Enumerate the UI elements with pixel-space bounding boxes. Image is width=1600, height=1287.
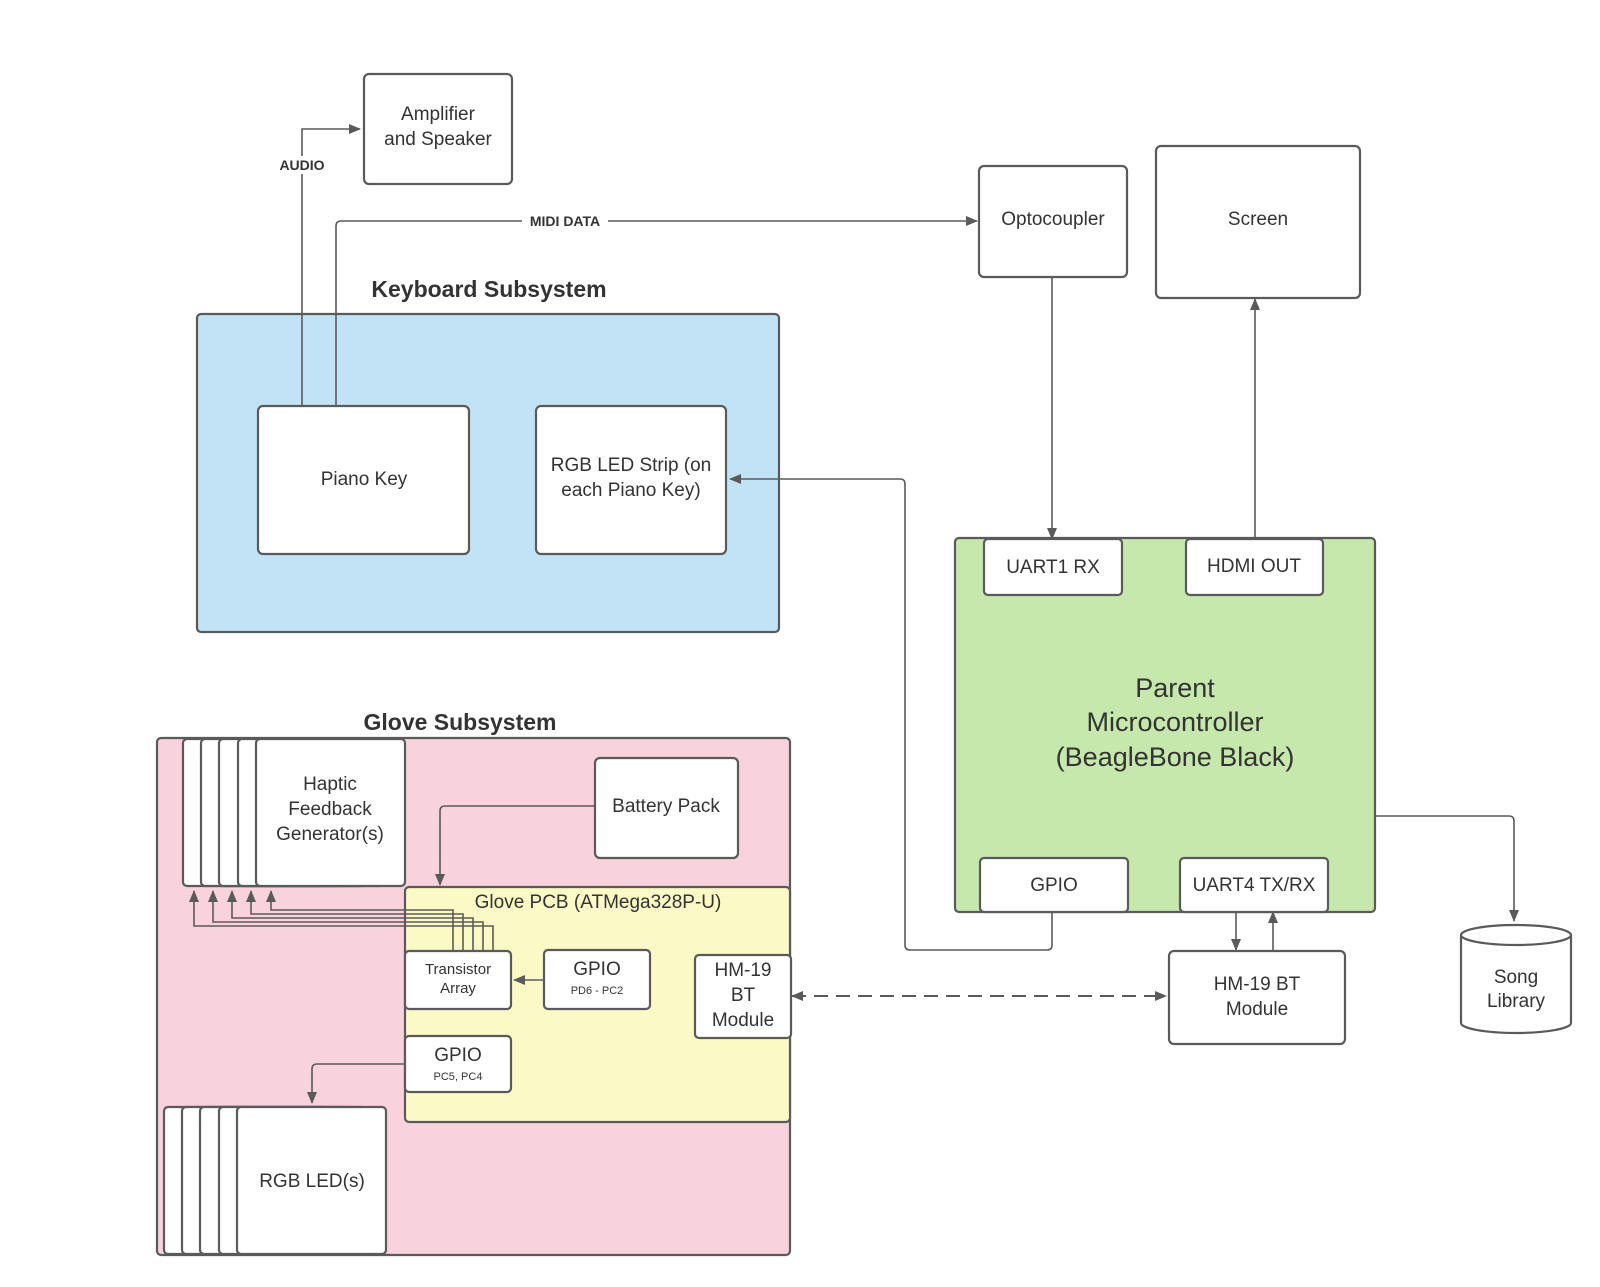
haptic-label-line1: Haptic xyxy=(303,774,357,795)
uart4-port xyxy=(1178,856,1330,914)
song-library-label-line2: Library xyxy=(1487,991,1546,1012)
parent-microcontroller-block xyxy=(953,536,1377,914)
optocoupler-label: Optocoupler xyxy=(1001,209,1105,230)
gpio-to-led-strip-wire xyxy=(729,474,1053,951)
parent-gpio-port xyxy=(978,856,1130,914)
piano-key-label: Piano Key xyxy=(321,469,408,490)
glove-gpio-haptic-label: GPIO xyxy=(573,959,621,980)
gpio-to-rgb-leds-wire xyxy=(307,1063,405,1104)
keyboard-subsystem-title: Keyboard Subsystem xyxy=(371,276,606,302)
hdmi-out-port xyxy=(1184,537,1325,597)
amplifier-label-line1: Amplifier xyxy=(401,104,476,125)
amplifier-label-line2: and Speaker xyxy=(384,129,492,150)
glove-pcb-label: Glove PCB (ATMega328P-U) xyxy=(475,892,722,913)
glove-subsystem-title: Glove Subsystem xyxy=(363,709,556,735)
hdmi-out-label: HDMI OUT xyxy=(1207,556,1301,577)
optocoupler-block xyxy=(977,164,1129,279)
screen-label: Screen xyxy=(1228,209,1288,230)
glove-gpio-haptic-pins: PD6 - PC2 xyxy=(571,985,624,997)
rgb-led-block xyxy=(235,1105,388,1256)
glove-gpio-led-pins: PC5, PC4 xyxy=(434,1071,483,1083)
battery-pack-block xyxy=(593,756,740,860)
uart1-rx-port xyxy=(982,537,1124,597)
piano-key-block xyxy=(256,404,471,556)
parent-label-line1: Parent xyxy=(1135,673,1215,703)
glove-gpio-led-label: GPIO xyxy=(434,1045,482,1066)
parent-to-song-library-wire xyxy=(1375,815,1519,922)
glove-bt-label-line2: BT xyxy=(731,985,756,1006)
glove-gpio-haptic-port xyxy=(542,948,652,1011)
glove-bt-module-block xyxy=(693,953,793,1040)
haptic-label-line3: Generator(s) xyxy=(276,824,384,845)
screen-block xyxy=(1154,144,1362,300)
parent-bt-label-line2: Module xyxy=(1226,999,1288,1020)
transistor-array-block xyxy=(403,949,513,1011)
rgb-strip-label-line1: RGB LED Strip (on xyxy=(551,455,712,476)
parent-gpio-label: GPIO xyxy=(1030,875,1078,896)
rgb-led-stack xyxy=(162,1105,388,1256)
amplifier-speaker-block xyxy=(362,72,514,186)
uart1-rx-label: UART1 RX xyxy=(1006,557,1100,578)
haptic-generator-block xyxy=(254,737,407,888)
uart4-label: UART4 TX/RX xyxy=(1193,875,1316,896)
parent-bt-label-line1: HM-19 BT xyxy=(1214,974,1301,995)
audio-wire-label: AUDIO xyxy=(279,157,324,173)
song-library-label-line1: Song xyxy=(1494,967,1538,988)
haptic-label-line2: Feedback xyxy=(288,799,372,820)
battery-to-pcb-wire xyxy=(435,805,594,886)
parent-bt-module-block xyxy=(1167,949,1347,1046)
song-library-database xyxy=(1459,923,1573,1035)
glove-gpio-led-port xyxy=(403,1034,513,1094)
transistor-label-line1: Transistor xyxy=(425,961,491,978)
rgb-leds-label: RGB LED(s) xyxy=(259,1171,365,1192)
rgb-led-strip-block xyxy=(534,404,728,556)
rgb-strip-label-line2: each Piano Key) xyxy=(561,480,700,501)
glove-bt-label-line1: HM-19 xyxy=(714,960,771,981)
parent-label-line3: (BeagleBone Black) xyxy=(1056,742,1295,772)
midi-data-wire-label: MIDI DATA xyxy=(530,213,600,229)
parent-label-line2: Microcontroller xyxy=(1086,707,1263,737)
glove-bt-label-line3: Module xyxy=(712,1010,774,1031)
transistor-to-haptic-wires xyxy=(189,890,494,951)
transistor-label-line2: Array xyxy=(440,980,476,997)
midi-data-wire xyxy=(335,216,978,405)
haptic-generator-stack xyxy=(181,737,407,888)
audio-wire xyxy=(301,124,361,405)
battery-pack-label: Battery Pack xyxy=(612,796,720,817)
